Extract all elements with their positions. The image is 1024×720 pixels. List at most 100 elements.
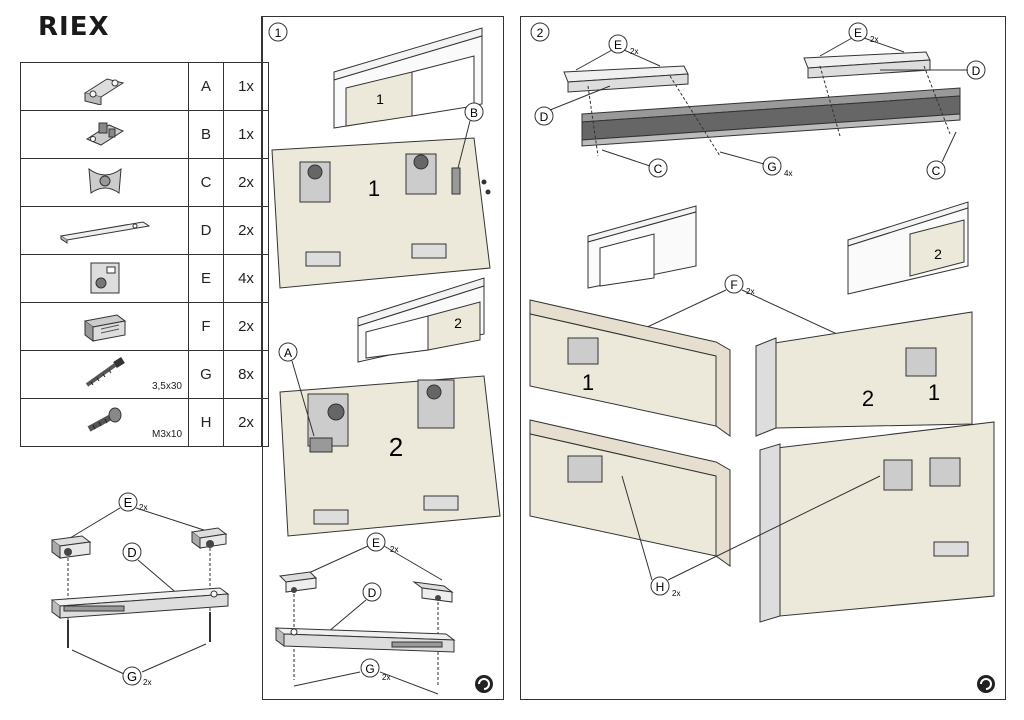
callout-d-label: D bbox=[127, 545, 136, 560]
svg-text:2x: 2x bbox=[382, 673, 390, 682]
svg-text:2: 2 bbox=[389, 432, 403, 462]
svg-text:D: D bbox=[972, 64, 981, 78]
svg-text:1: 1 bbox=[368, 176, 380, 201]
rail-plate-d bbox=[50, 587, 230, 619]
svg-text:E: E bbox=[614, 38, 622, 52]
part-letter: E bbox=[188, 254, 224, 303]
turn-page-icon bbox=[977, 675, 995, 693]
table-divider bbox=[261, 16, 262, 446]
svg-text:G: G bbox=[365, 662, 374, 676]
callout-e-left bbox=[608, 34, 628, 54]
table-row: D 2x bbox=[20, 206, 269, 255]
part-letter: H bbox=[188, 398, 224, 447]
callout-c-right bbox=[926, 160, 946, 180]
end-stop-icon bbox=[20, 158, 189, 207]
riex-logo: RIEX bbox=[38, 12, 110, 42]
svg-text:1: 1 bbox=[376, 91, 384, 107]
table-row: M3x10 H 2x bbox=[20, 398, 269, 447]
frame-closeup-top-left: 1 bbox=[529, 299, 731, 437]
step-2-number bbox=[530, 22, 550, 42]
part-letter: D bbox=[188, 206, 224, 255]
table-row: F 2x bbox=[20, 302, 269, 351]
guide-block-icon bbox=[20, 302, 189, 351]
svg-text:2: 2 bbox=[862, 386, 874, 411]
svg-text:1: 1 bbox=[275, 26, 282, 40]
step-2-diagram: 2 E 2x E 2x D D C C G 4x bbox=[529, 22, 995, 693]
callout-e-label: E bbox=[124, 495, 133, 510]
part-letter: A bbox=[188, 62, 224, 111]
svg-text:1: 1 bbox=[582, 370, 594, 395]
stopper-e-left bbox=[50, 535, 92, 559]
svg-text:D: D bbox=[540, 110, 549, 124]
svg-text:C: C bbox=[932, 164, 941, 178]
wardrobe-view-right: 2 bbox=[847, 201, 969, 295]
table-row: A 1x bbox=[20, 62, 269, 111]
callout-e-right bbox=[848, 22, 868, 42]
callout-a bbox=[278, 342, 298, 362]
top-rail bbox=[581, 87, 961, 147]
turn-page-icon bbox=[475, 675, 493, 693]
svg-text:B: B bbox=[470, 106, 478, 120]
table-row: E 4x bbox=[20, 254, 269, 303]
svg-text:4x: 4x bbox=[784, 169, 792, 178]
svg-text:D: D bbox=[368, 586, 377, 600]
svg-text:A: A bbox=[284, 346, 292, 360]
parts-table: A 1x B 1x C 2x D 2x E 4x F 2x bbox=[20, 62, 269, 447]
callout-e-qty: 2x bbox=[139, 503, 147, 512]
svg-text:H: H bbox=[656, 580, 665, 594]
svg-text:2x: 2x bbox=[672, 589, 680, 598]
callout-d-left bbox=[534, 106, 554, 126]
svg-text:2: 2 bbox=[537, 26, 544, 40]
callout-h bbox=[650, 576, 670, 596]
svg-text:G: G bbox=[767, 160, 776, 174]
hanger-bracket-icon bbox=[20, 62, 189, 111]
wardrobe-illustration-1: 1 bbox=[333, 27, 483, 129]
svg-text:2: 2 bbox=[934, 246, 942, 262]
callout-g-qty: 2x bbox=[143, 678, 151, 687]
part-size: M3x10 bbox=[151, 429, 182, 440]
step-2-panel bbox=[520, 16, 1006, 700]
stopper-block-icon bbox=[20, 254, 189, 303]
callout-e bbox=[366, 532, 386, 552]
svg-text:2x: 2x bbox=[630, 47, 638, 56]
step-1-diagram: 1 1 1 B 2 2 bbox=[268, 22, 501, 695]
door-panel-1: 1 bbox=[271, 137, 491, 289]
wardrobe-view-left bbox=[587, 205, 697, 289]
callout-e bbox=[118, 492, 138, 512]
svg-text:2x: 2x bbox=[746, 287, 754, 296]
rail-plate-icon bbox=[20, 206, 189, 255]
step-1-number bbox=[268, 22, 288, 42]
svg-text:2x: 2x bbox=[390, 545, 398, 554]
svg-text:C: C bbox=[654, 162, 663, 176]
damper-clip-icon bbox=[20, 110, 189, 159]
left-assembly-diagram: E 2x D G 2x bbox=[50, 492, 230, 687]
step-1-panel bbox=[262, 16, 504, 700]
callout-d bbox=[362, 582, 382, 602]
frame-closeup-bottom-right bbox=[759, 421, 995, 623]
frame-closeup-top-right: 2 1 bbox=[755, 311, 973, 437]
table-row: B 1x bbox=[20, 110, 269, 159]
svg-text:2x: 2x bbox=[870, 35, 878, 44]
machine-screw-icon: M3x10 bbox=[20, 398, 189, 447]
rail-plate-left bbox=[563, 65, 689, 93]
wood-screw-icon: 3,5x30 bbox=[20, 350, 189, 399]
part-letter: B bbox=[188, 110, 224, 159]
rail-plate-d bbox=[274, 627, 456, 653]
callout-g bbox=[762, 156, 782, 176]
svg-text:2: 2 bbox=[454, 315, 462, 331]
stopper-e-pair bbox=[278, 571, 454, 603]
callout-c-left bbox=[648, 158, 668, 178]
callout-b bbox=[464, 102, 484, 122]
frame-closeup-bottom-left bbox=[529, 419, 731, 567]
table-row: 3,5x30 G 8x bbox=[20, 350, 269, 399]
part-letter: G bbox=[188, 350, 224, 399]
part-size: 3,5x30 bbox=[151, 381, 182, 392]
part-letter: F bbox=[188, 302, 224, 351]
callout-f bbox=[724, 274, 744, 294]
wardrobe-illustration-2: 2 bbox=[357, 277, 485, 363]
svg-text:E: E bbox=[372, 536, 380, 550]
callout-g bbox=[122, 666, 142, 686]
part-letter: C bbox=[188, 158, 224, 207]
callout-g bbox=[360, 658, 380, 678]
svg-text:E: E bbox=[854, 26, 862, 40]
